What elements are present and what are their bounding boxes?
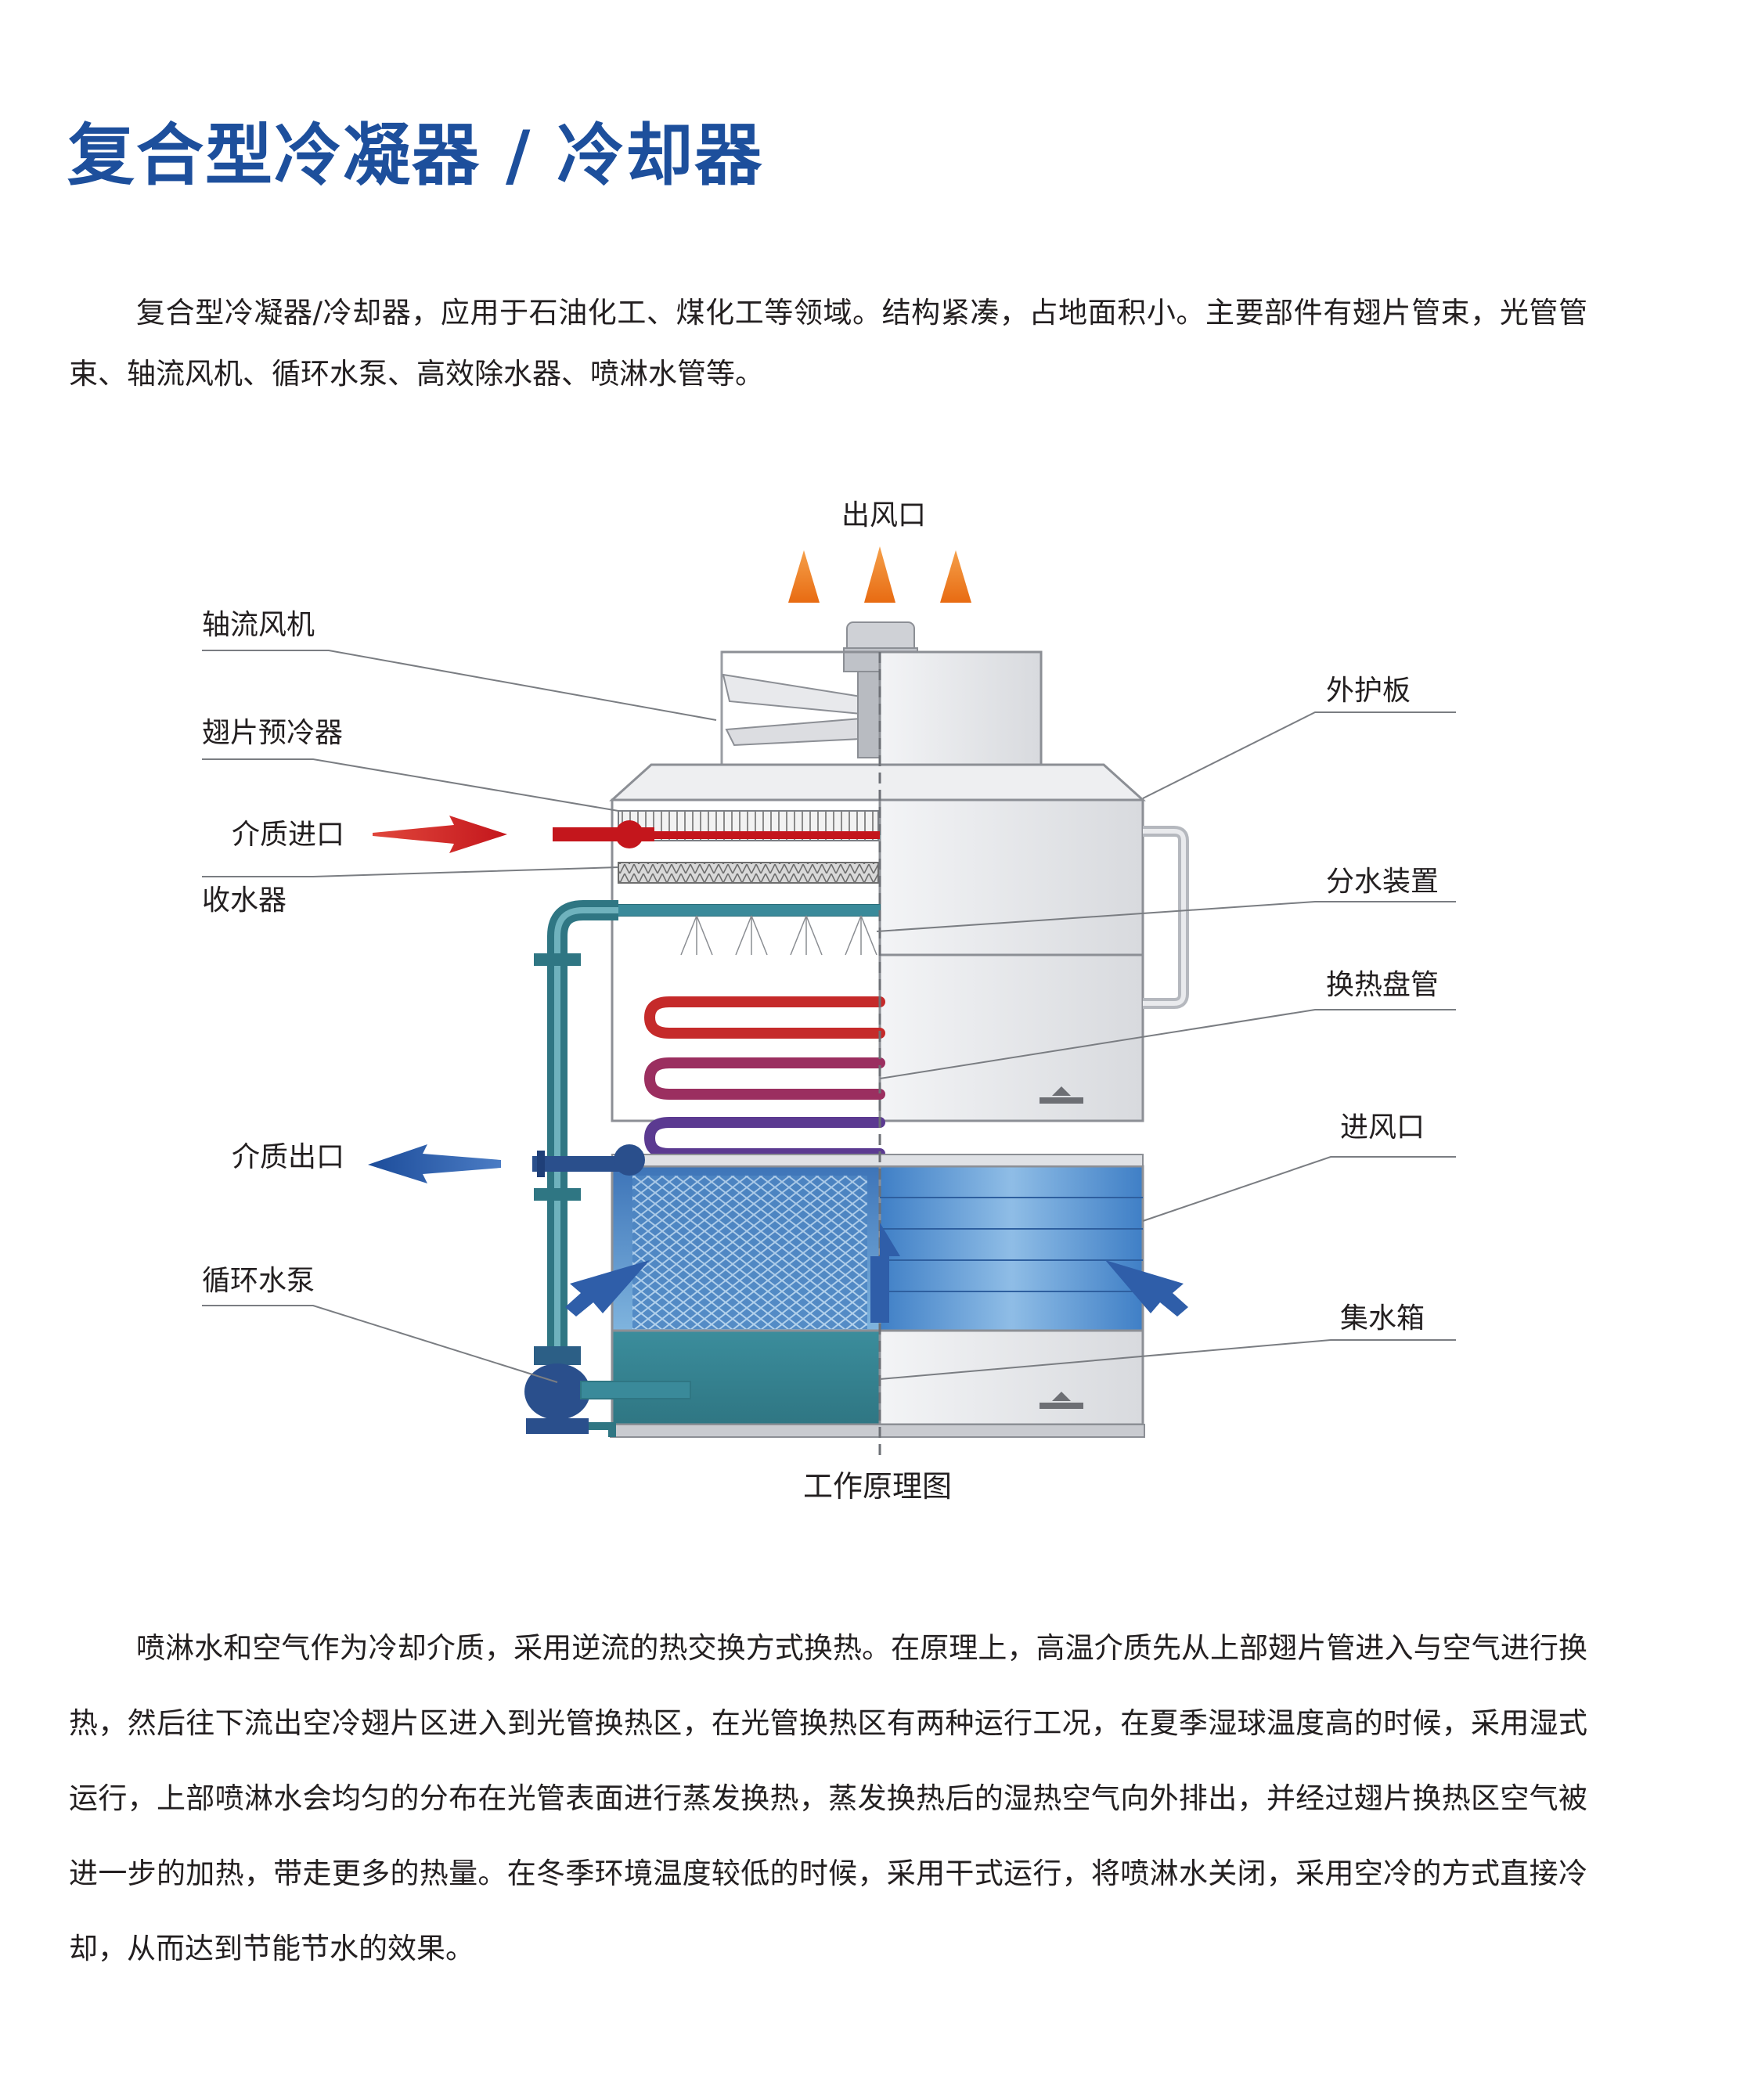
- heat-exchange-coil: [643, 996, 885, 1159]
- leader-lines: [202, 650, 1456, 1383]
- description-text: 喷淋水和空气作为冷却介质，采用逆流的热交换方式换热。在原理上，高温介质先从上部翅…: [69, 1631, 1587, 1965]
- intro-text: 复合型冷凝器/冷却器，应用于石油化工、煤化工等领域。结构紧凑，占地面积小。主要部…: [69, 296, 1587, 391]
- spray-nozzles: [680, 915, 877, 956]
- water-basin: [610, 1329, 1145, 1438]
- working-principle-diagram: 出风口 轴流风机 翅片预冷器 介质进口 收水器 介质出口 循环水泵 外护板 分水…: [202, 499, 1456, 1504]
- circulating-pipe: [524, 900, 691, 1437]
- medium-outlet-pipe: [532, 1144, 645, 1177]
- brand-mark-lower: [1040, 1392, 1083, 1409]
- brand-mark-upper: [1040, 1086, 1083, 1104]
- label-fin-precooler: 翅片预冷器: [202, 717, 343, 749]
- label-axial-fan: 轴流风机: [202, 609, 315, 641]
- description-paragraph: 喷淋水和空气作为冷却介质，采用逆流的热交换方式换热。在原理上，高温介质先从上部翅…: [69, 1611, 1587, 1987]
- label-water-tank: 集水箱: [1340, 1302, 1425, 1335]
- intro-paragraph: 复合型冷凝器/冷却器，应用于石油化工、煤化工等领域。结构紧凑，占地面积小。主要部…: [69, 283, 1587, 405]
- page-title: 复合型冷凝器 / 冷却器: [67, 117, 764, 195]
- air-inlet-arrow-center: [870, 1223, 900, 1323]
- air-inlet-section: [611, 1154, 1144, 1332]
- air-inlet-arrow-left: [565, 1260, 650, 1317]
- outer-panel-body: [878, 798, 1189, 1122]
- label-circulating-pump: 循环水泵: [202, 1265, 315, 1297]
- fan-blade-left: [722, 673, 862, 715]
- label-water-distributor: 分水装置: [1326, 866, 1439, 898]
- water-collector: [618, 862, 879, 884]
- label-medium-inlet: 介质进口: [232, 819, 344, 851]
- up-arrow-1: [788, 550, 820, 603]
- label-outlet-air: 出风口: [841, 499, 926, 531]
- unit-roof: [609, 763, 1146, 801]
- fan-blade-lower: [725, 717, 862, 747]
- label-air-inlet: 进风口: [1340, 1111, 1425, 1144]
- label-medium-outlet: 介质出口: [232, 1141, 344, 1173]
- circulating-pump: [524, 1346, 691, 1437]
- interior-cutaway: [611, 798, 885, 1159]
- air-inlet-arrow-right: [1105, 1260, 1188, 1317]
- up-arrow-3: [940, 550, 971, 603]
- label-water-collector: 收水器: [202, 884, 286, 917]
- outlet-air-arrows: [788, 546, 971, 603]
- label-outer-panel: 外护板: [1326, 675, 1411, 707]
- medium-inlet-arrow: [373, 816, 507, 853]
- up-arrow-2: [864, 546, 895, 603]
- medium-outlet-arrow: [368, 1144, 501, 1183]
- diagram-caption: 工作原理图: [803, 1469, 952, 1504]
- medium-inlet-pipe: [553, 820, 880, 848]
- label-heat-exchange-coil: 换热盘管: [1326, 969, 1439, 1001]
- fan-housing: [720, 621, 1043, 766]
